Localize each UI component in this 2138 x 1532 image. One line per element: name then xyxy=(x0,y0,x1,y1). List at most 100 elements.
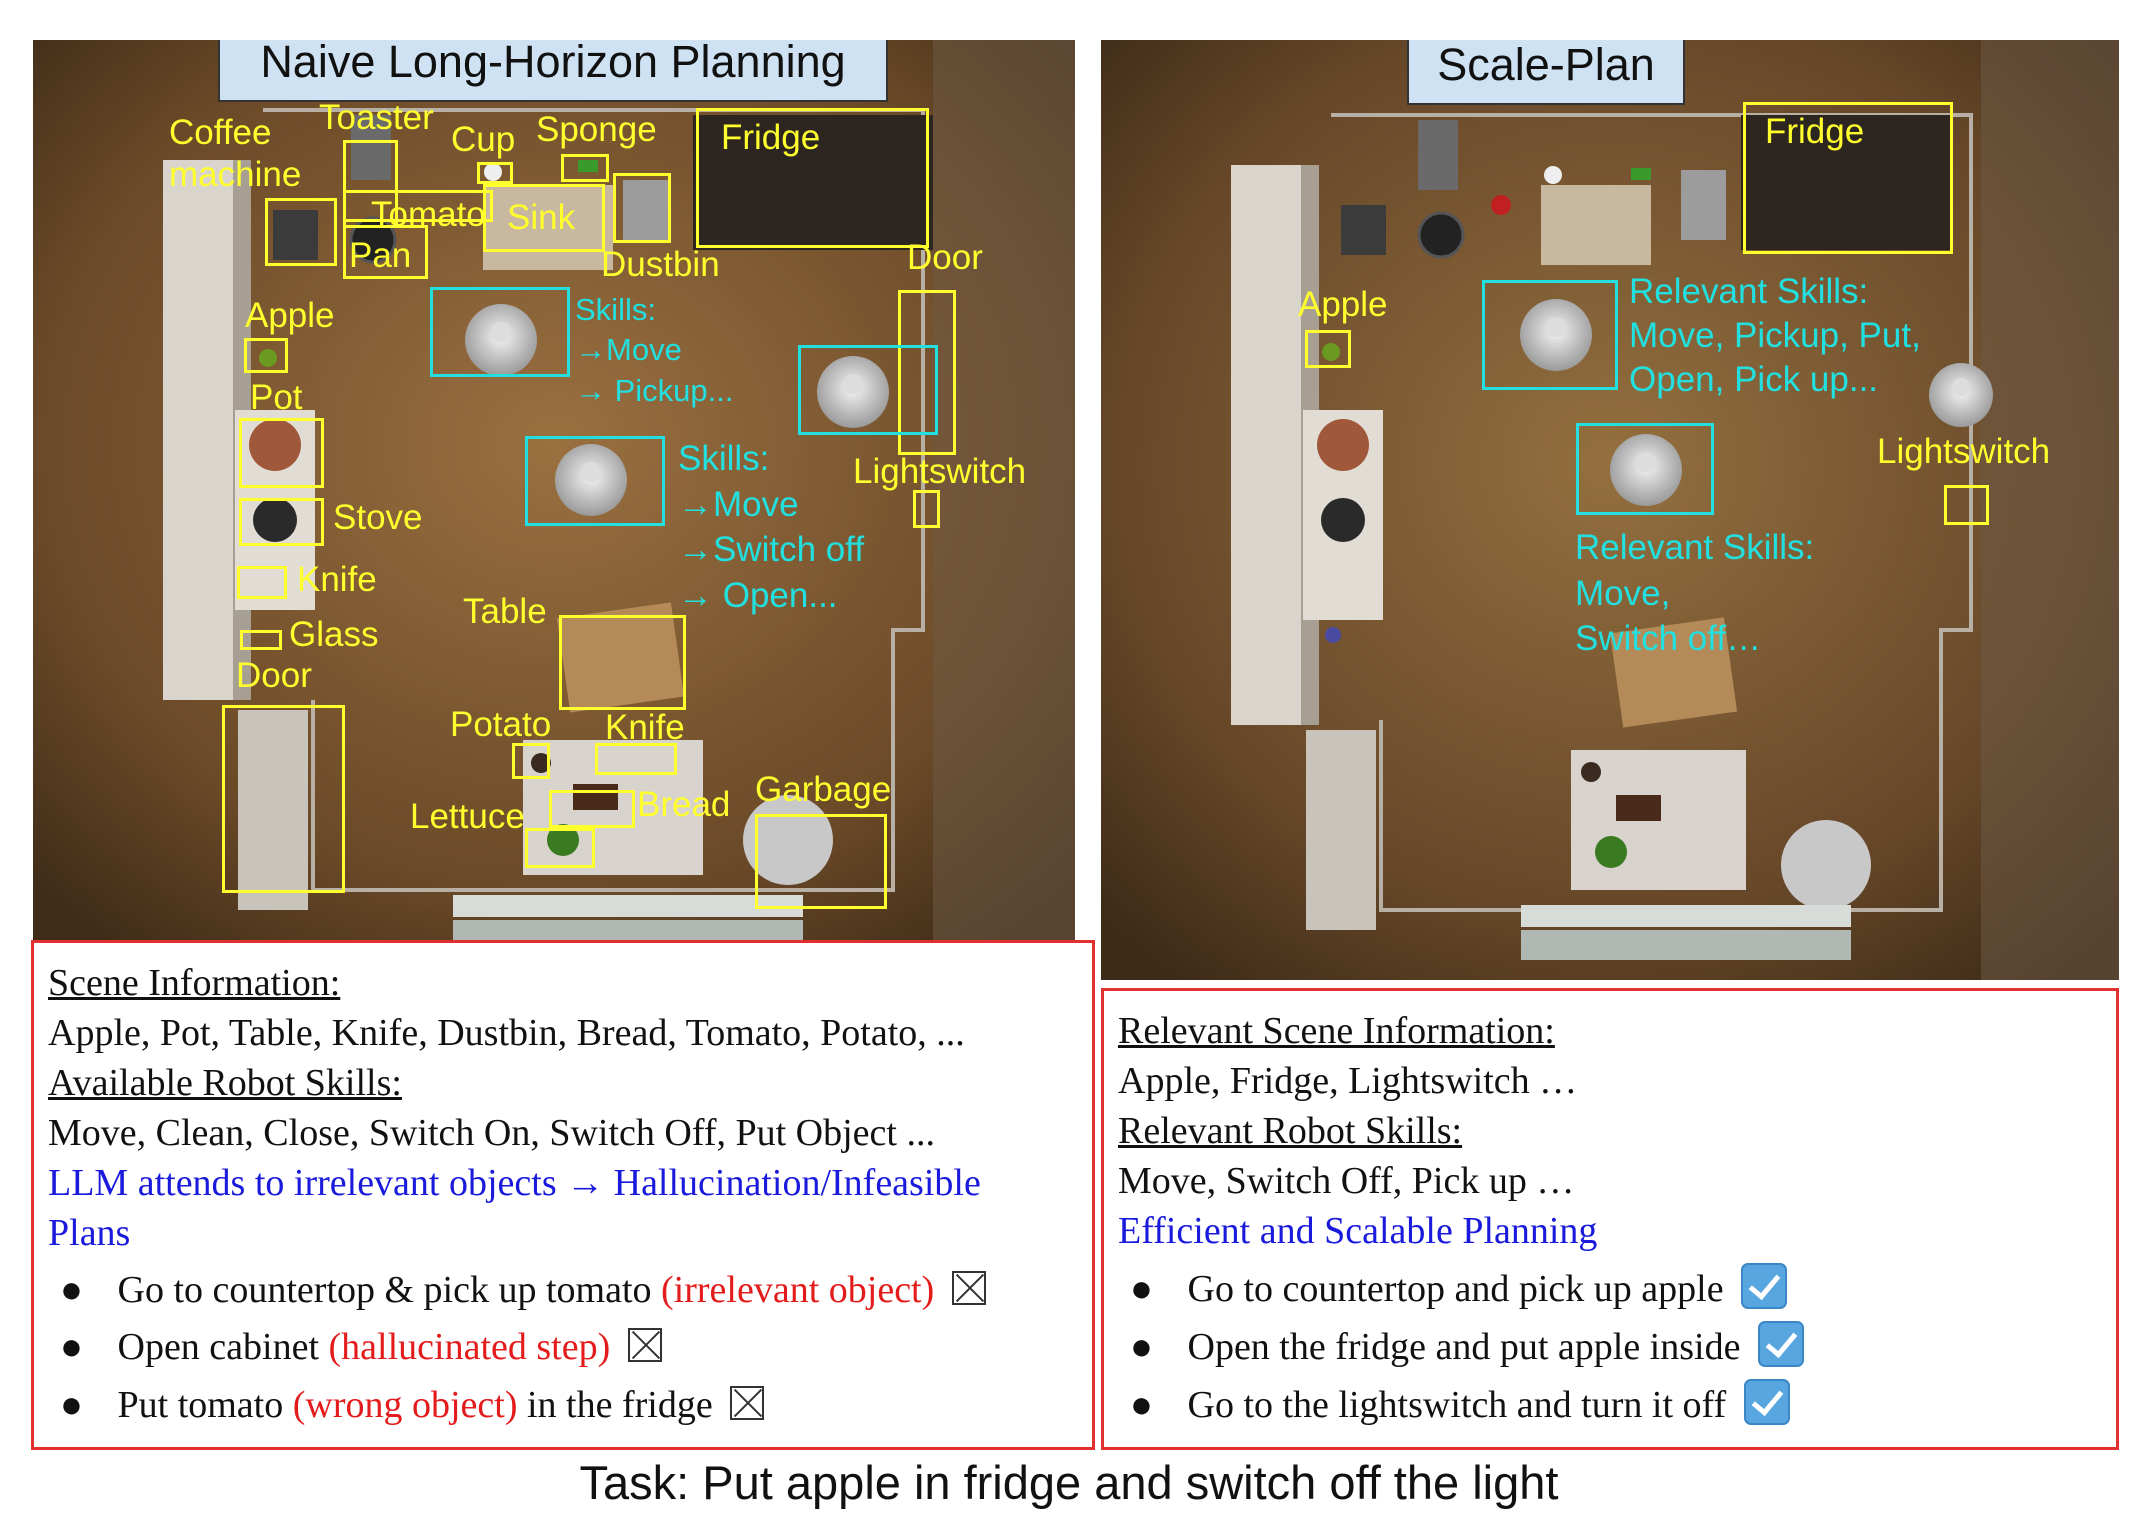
skills-robot-2-line: Switch off… xyxy=(1575,619,1762,658)
scale-plan-info-box: Relevant Scene Information: Apple, Fridg… xyxy=(1101,988,2119,1450)
skills-robot-3-line: Skills: xyxy=(678,439,770,478)
plan-step-text: Go to the lightswitch and turn it off xyxy=(1187,1384,1727,1426)
plan-step-text: Open the fridge and put apple inside xyxy=(1187,1326,1741,1368)
label-cup: Cup xyxy=(451,120,516,159)
panel-title-scale-plan: Scale-Plan xyxy=(1407,40,1685,105)
plan-step: ● Put tomato (wrong object) in the fridg… xyxy=(60,1383,765,1427)
bullet-dot: ● xyxy=(60,1269,83,1311)
label-stove: Stove xyxy=(333,498,423,537)
bbox-apple xyxy=(1305,330,1351,368)
bbox-lightswitch xyxy=(913,490,940,528)
skills-robot-3-line: →Switch off xyxy=(678,530,865,569)
bbox-bread xyxy=(549,790,635,828)
panel-title-naive-text: Naive Long-Horizon Planning xyxy=(260,40,846,87)
robot-icon xyxy=(555,444,627,516)
plan-step-error: (irrelevant object) xyxy=(661,1269,935,1311)
skills-robot-2-line: Move, xyxy=(1575,573,1671,613)
plan-step: ● Go to countertop and pick up apple xyxy=(1130,1263,1788,1311)
naive-note-line2: Plans xyxy=(48,1212,131,1254)
bbox-glass xyxy=(240,630,282,650)
bbox-door-right xyxy=(898,290,956,455)
plan-step-text: Go to countertop & pick up tomato xyxy=(117,1269,652,1311)
bullet-dot: ● xyxy=(1130,1384,1153,1426)
cross-box-icon xyxy=(951,1271,986,1305)
bbox-apple xyxy=(244,338,288,373)
bullet-dot: ● xyxy=(1130,1268,1153,1310)
bbox-robot-1 xyxy=(1482,280,1618,390)
label-table: Table xyxy=(463,592,547,631)
relevant-skills-items: Move, Switch Off, Pick up … xyxy=(1118,1160,1575,1202)
skills-robot-1-line: Open, Pick up... xyxy=(1629,359,1879,399)
check-box-icon xyxy=(1757,1321,1804,1367)
label-pan: Pan xyxy=(349,236,412,275)
label-lightswitch: Lightswitch xyxy=(1877,432,2051,471)
bbox-cup xyxy=(477,162,513,184)
panel-title-naive: Naive Long-Horizon Planning xyxy=(218,40,888,102)
bullet-dot: ● xyxy=(1130,1326,1153,1368)
plan-step-error: (wrong object) xyxy=(292,1384,518,1426)
plan-step-text: Put tomato xyxy=(117,1384,284,1426)
bbox-tomato xyxy=(343,190,493,222)
plan-step-error: (hallucinated step) xyxy=(328,1326,611,1368)
check-box-icon xyxy=(1743,1379,1790,1425)
plan-step: ● Open cabinet (hallucinated step) xyxy=(60,1325,662,1369)
bbox-garbage xyxy=(755,814,887,909)
plan-step-text: Open cabinet xyxy=(117,1326,320,1368)
bbox-pot xyxy=(239,418,324,488)
label-bread: Bread xyxy=(637,785,731,824)
task-caption: Task: Put apple in fridge and switch off… xyxy=(579,1456,1559,1509)
bullet-dot: ● xyxy=(60,1326,83,1368)
label-sink: Sink xyxy=(507,198,576,237)
plan-step: ● Go to the lightswitch and turn it off xyxy=(1130,1379,1790,1427)
label-knife-left: Knife xyxy=(297,560,377,599)
label-fridge: Fridge xyxy=(721,118,821,157)
bbox-robot-2 xyxy=(798,345,938,435)
skills-robot-1: Skills: →Move → Pickup... xyxy=(575,290,734,411)
bbox-knife-left xyxy=(237,566,287,599)
bbox-dustbin xyxy=(613,173,671,243)
bbox-potato xyxy=(512,743,550,779)
robot-skills-items: Move, Clean, Close, Switch On, Switch Of… xyxy=(48,1112,935,1154)
scale-plan-note: Efficient and Scalable Planning xyxy=(1118,1210,1598,1252)
bbox-sponge xyxy=(561,154,609,182)
relevant-scene-heading: Relevant Scene Information: xyxy=(1118,1010,1555,1052)
bbox-fridge xyxy=(1743,102,1953,254)
skills-robot-1-line: Skills: xyxy=(575,292,656,327)
bbox-sink xyxy=(483,184,605,252)
relevant-skills-heading: Relevant Robot Skills: xyxy=(1118,1110,1463,1152)
label-sponge: Sponge xyxy=(536,110,657,149)
bbox-coffee-machine xyxy=(265,198,337,266)
label-tomato: Tomato xyxy=(371,195,486,234)
bbox-knife-center xyxy=(595,743,677,775)
naive-planning-panel: Naive Long-Horizon Planning Coffee machi… xyxy=(33,40,1075,1120)
panel-title-scale-plan-text: Scale-Plan xyxy=(1437,40,1655,90)
scene-info-heading: Scene Information: xyxy=(48,962,341,1004)
robot-icon xyxy=(1929,363,1993,427)
bbox-robot-1 xyxy=(430,287,570,377)
bbox-stove xyxy=(239,498,324,546)
skills-robot-1-line: →Move xyxy=(575,332,682,368)
label-lightswitch: Lightswitch xyxy=(853,452,1027,491)
skills-robot-1-line: Relevant Skills: xyxy=(1629,272,1869,311)
robot-icon xyxy=(1520,299,1592,371)
bbox-table xyxy=(559,615,686,710)
plan-step-text: in the fridge xyxy=(527,1384,713,1426)
bbox-pan xyxy=(343,225,428,279)
bbox-fridge xyxy=(696,108,929,248)
plan-step: ● Go to countertop & pick up tomato (irr… xyxy=(60,1268,986,1312)
kitchen-scene-right xyxy=(1101,40,2119,980)
naive-info-box: Scene Information: Apple, Pot, Table, Kn… xyxy=(31,940,1095,1450)
relevant-scene-items: Apple, Fridge, Lightswitch … xyxy=(1118,1060,1578,1102)
label-toaster: Toaster xyxy=(319,98,434,137)
skills-robot-3: Skills: →Move →Switch off → Open... xyxy=(678,436,864,618)
bbox-robot-2 xyxy=(1576,423,1714,515)
kitchen-scene-left xyxy=(33,40,1075,940)
plan-step: ● Open the fridge and put apple inside xyxy=(1130,1321,1804,1369)
label-potato: Potato xyxy=(450,705,552,744)
plan-step-text: Go to countertop and pick up apple xyxy=(1187,1268,1724,1310)
robot-icon xyxy=(1610,434,1682,506)
label-garbage: Garbage xyxy=(755,770,892,809)
robot-skills-heading: Available Robot Skills: xyxy=(48,1062,402,1104)
label-door-right: Door xyxy=(907,238,983,277)
scene-info-items: Apple, Pot, Table, Knife, Dustbin, Bread… xyxy=(48,1012,965,1054)
